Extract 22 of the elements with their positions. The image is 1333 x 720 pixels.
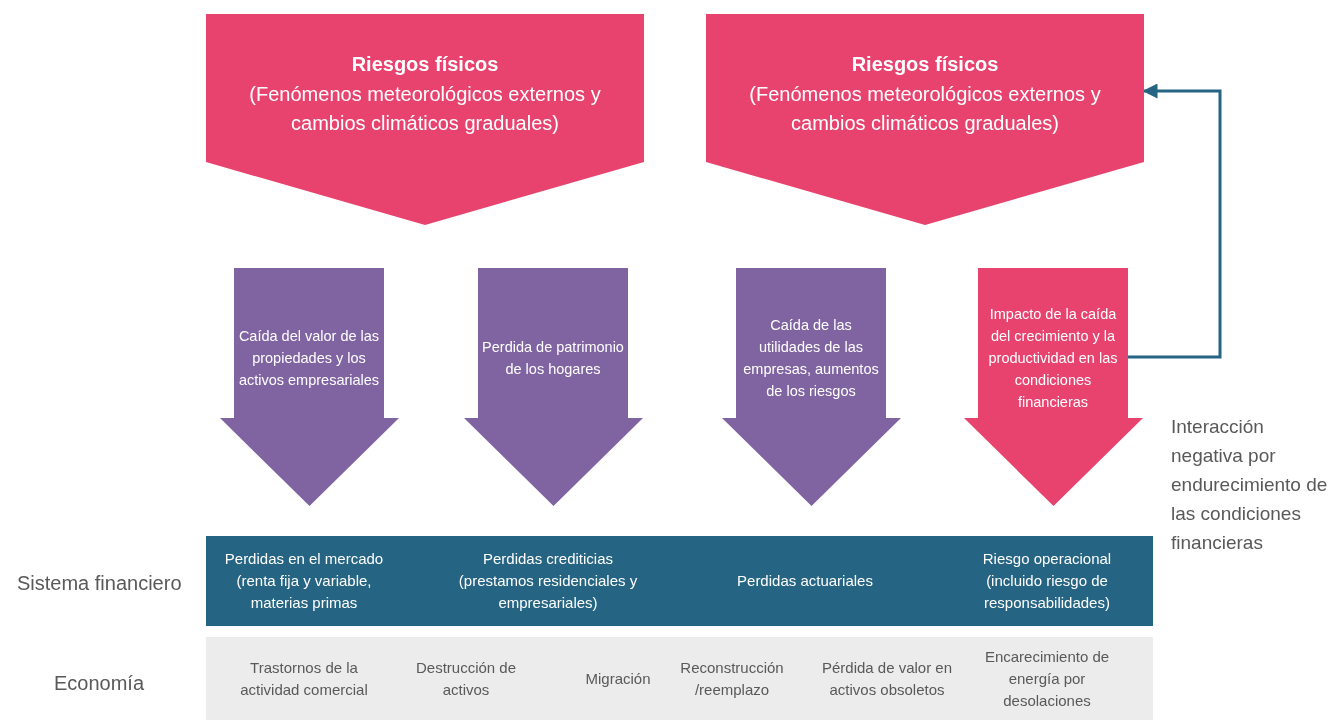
arrow-text: Caída de las utilidades de las empresas, aumentos de los riesgos — [742, 316, 880, 401]
feedback-arrow — [1128, 83, 1222, 359]
heading: Riesgos físicos — [850, 52, 1000, 77]
arrow-text: Impacto de la caída del crecimiento y la productividad en las condiciones financieras — [987, 305, 1119, 412]
band-item-text: Trastornos de la actividad comercial — [239, 657, 369, 700]
description: (Fenómenos meteorológicos externos y cambios climáticos graduales) — [748, 82, 1102, 136]
band-item-text: Reconstrucción /reemplazo — [679, 657, 785, 700]
arrow-text: Perdida de patrimonio de los hogares — [482, 338, 624, 379]
row-label: Economía — [54, 672, 145, 695]
band-item-text: Perdidas crediticias (prestamos residenciales y empresariales) — [457, 549, 639, 613]
note-text: Interacción negativa por endurecimiento de las condiciones financieras — [1171, 415, 1329, 555]
row-label: Sistema financiero — [17, 572, 182, 595]
heading: Riesgos físicos — [350, 52, 500, 77]
band-item-text: Pérdida de valor en activos obsoletos — [820, 657, 954, 700]
arrow-text: Caída del valor de las propiedades y los activos empresariales — [238, 327, 380, 390]
band-item-text: Migración — [584, 668, 652, 689]
band-item-text: Perdidas en el mercado (renta fija y variable, materias primas — [223, 549, 385, 613]
description: (Fenómenos meteorológicos externos y cambios climáticos graduales) — [248, 82, 602, 136]
band-item-text: Destrucción de activos — [414, 657, 518, 700]
band-item-text: Perdidas actuariales — [736, 571, 874, 591]
band-item-text: Riesgo operacional (incluido riesgo de responsabilidades) — [981, 549, 1113, 613]
band-item-text: Encarecimiento de energía por desolaciones — [983, 646, 1111, 711]
